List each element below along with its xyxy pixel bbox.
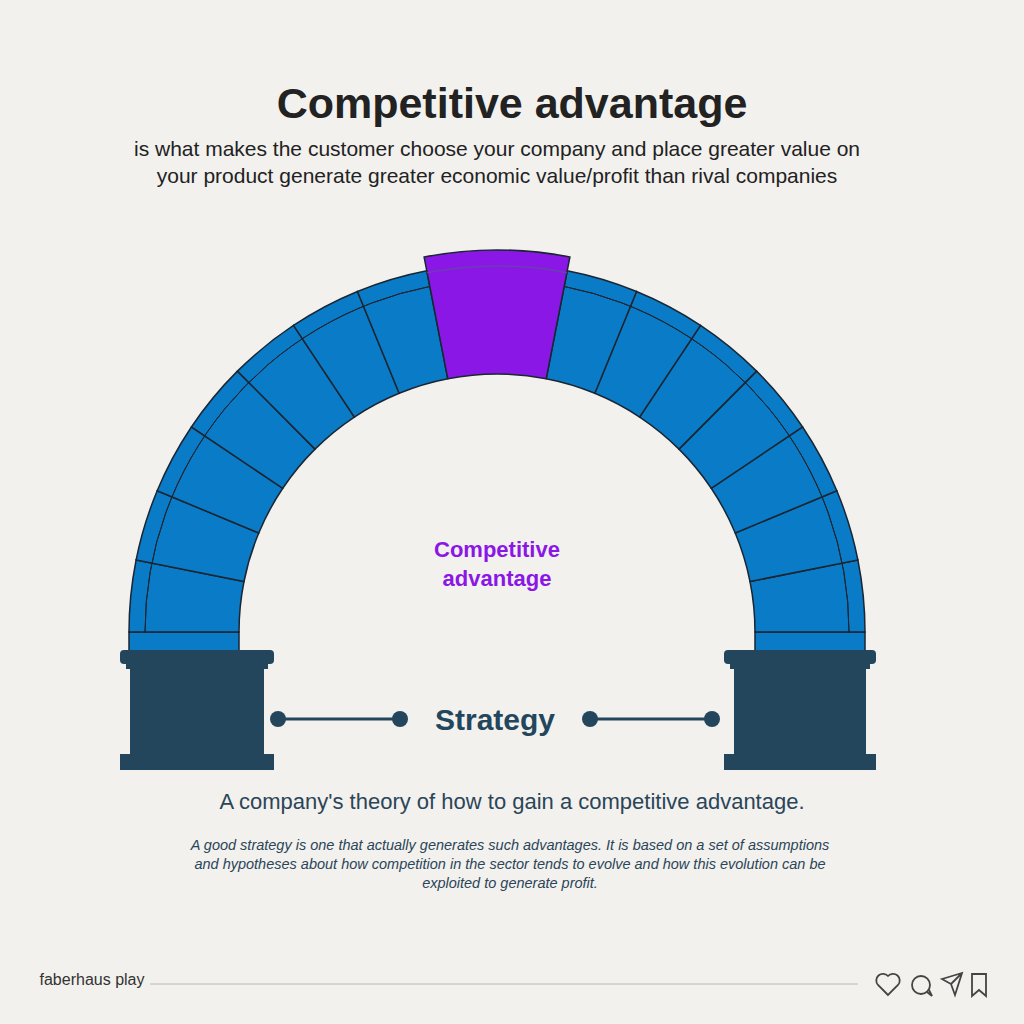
strategy-dot <box>392 711 408 727</box>
arch-band <box>145 286 430 632</box>
pillar <box>724 650 876 770</box>
strategy-label: Strategy <box>410 700 580 739</box>
strategy-dot <box>582 711 598 727</box>
arch-label: Competitive advantage <box>397 536 597 593</box>
comment-icon <box>912 976 930 994</box>
arch-band <box>564 286 849 632</box>
keystone-band <box>427 266 567 273</box>
comment-icon <box>927 990 932 996</box>
heart-icon <box>876 974 899 995</box>
caption: A company's theory of how to gain a comp… <box>72 788 952 817</box>
title: Competitive advantage <box>62 78 962 130</box>
social-icons <box>876 973 986 996</box>
footer-rule <box>150 984 858 985</box>
strategy-dot <box>270 711 286 727</box>
subtitle: is what makes the customer choose your c… <box>117 136 877 190</box>
brand: faberhaus play <box>27 970 157 991</box>
pillar <box>120 650 274 770</box>
share-icon <box>942 973 962 995</box>
keystone <box>424 250 570 379</box>
strategy-line <box>278 718 400 721</box>
bookmark-icon <box>972 974 986 996</box>
strategy-line <box>590 718 712 721</box>
arch <box>129 250 865 654</box>
note: A good strategy is one that actually gen… <box>185 836 835 893</box>
strategy-dot <box>704 711 720 727</box>
